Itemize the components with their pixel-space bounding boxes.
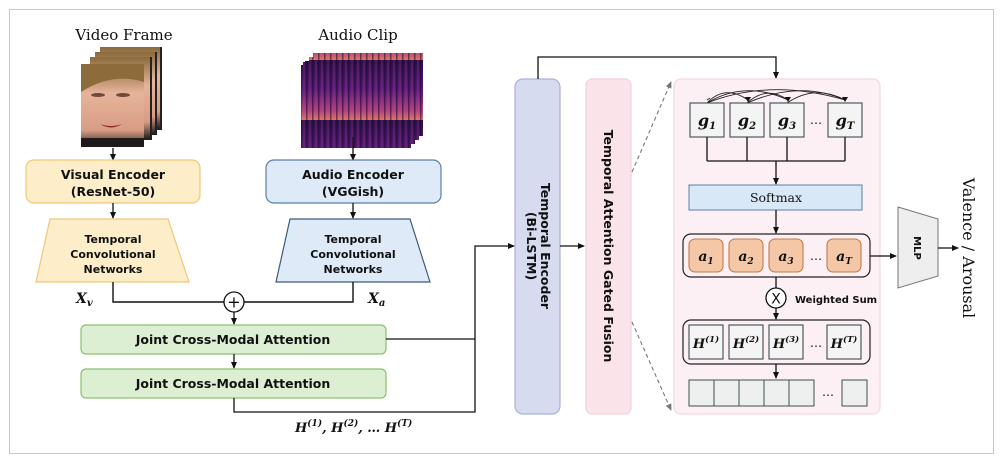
hidden-state-row: H(1) H(2) H(3) H(T) …	[688, 324, 862, 360]
fused-output-cells	[688, 379, 868, 407]
visual-tcn-block: Temporal Convolutional Networks	[35, 218, 190, 283]
mlp-label: MLP	[911, 236, 922, 260]
gate-ellipsis: …	[810, 113, 822, 127]
audio-tcn-block: Temporal Convolutional Networks	[275, 218, 431, 283]
attention-weight-box: aT	[826, 238, 862, 273]
output-cell	[738, 379, 765, 407]
valence-arousal-output: Valence / Arousal	[959, 177, 978, 319]
hidden-state-label: H(2)	[732, 334, 759, 352]
hidden-state-label: H(1)	[692, 334, 719, 352]
audio-clip-title: Audio Clip	[317, 26, 397, 44]
tagf-label: Temporal Attention Gated Fusion	[601, 130, 616, 363]
attention-weight-box: a1	[688, 238, 724, 273]
audio-tcn-text-1: Temporal	[324, 233, 381, 246]
hidden-sequence-label: H(1), H(2), … H(T)	[294, 418, 412, 436]
gate-label: gT	[836, 111, 856, 132]
weight-ellipsis: …	[810, 249, 822, 263]
visual-feature-label: Xv	[75, 291, 93, 309]
sum-node: +	[223, 291, 245, 313]
hidden-ellipsis: …	[810, 336, 822, 350]
audio-feature-label: Xa	[367, 291, 385, 309]
visual-tcn-text-3: Networks	[84, 263, 143, 276]
hidden-state-box: H(2)	[728, 324, 764, 360]
audio-encoder-model: (VGGish)	[322, 184, 384, 199]
audio-encoder-name: Audio Encoder	[302, 167, 405, 182]
plus-icon: +	[227, 293, 240, 312]
weight-label: a1	[698, 249, 713, 267]
weight-label: a2	[738, 249, 753, 267]
jca2-label: Joint Cross-Modal Attention	[135, 376, 331, 391]
hidden-state-box: H(T)	[826, 324, 862, 360]
hidden-state-label: H(T)	[830, 334, 858, 352]
temporal-attention-gated-fusion: Temporal Attention Gated Fusion	[585, 78, 632, 415]
spectrogram-image	[303, 62, 413, 137]
jca1-label: Joint Cross-Modal Attention	[135, 332, 331, 347]
audio-spectrogram-stack	[301, 53, 423, 148]
video-frame-title: Video Frame	[74, 26, 172, 44]
gate-label: g1	[698, 111, 716, 132]
weight-label: a3	[778, 249, 793, 267]
visual-encoder-name: Visual Encoder	[61, 167, 166, 182]
output-cell	[688, 379, 715, 407]
gate-box: g2	[729, 102, 765, 138]
gate-box: g1	[689, 102, 725, 138]
weight-label: aT	[836, 249, 853, 267]
attention-weight-box: a2	[728, 238, 764, 273]
hidden-state-box: H(3)	[768, 324, 804, 360]
attention-weight-row: a1 a2 a3 aT …	[688, 238, 862, 273]
gate-connections	[706, 89, 846, 104]
output-cell	[713, 379, 740, 407]
temporal-encoder-model: (Bi-LSTM)	[524, 212, 539, 280]
audio-tcn-text-2: Convolutional	[310, 248, 395, 261]
visual-tcn-text-2: Convolutional	[70, 248, 155, 261]
output-cell	[788, 379, 815, 407]
joint-cross-modal-attention-2: Joint Cross-Modal Attention	[80, 368, 387, 399]
visual-encoder-block: Visual Encoder (ResNet-50)	[25, 159, 201, 204]
mlp-block: MLP	[897, 206, 939, 289]
audio-tcn-text-3: Networks	[324, 263, 383, 276]
softmax-block: Softmax	[688, 184, 863, 211]
hidden-state-label: H(3)	[772, 334, 799, 352]
output-cell	[841, 379, 868, 407]
visual-tcn-text-1: Temporal	[84, 233, 141, 246]
softmax-label: Softmax	[750, 190, 802, 205]
video-frames-stack	[81, 47, 162, 147]
visual-encoder-model: (ResNet-50)	[71, 184, 155, 199]
temporal-encoder-label: Temporal Encoder	[538, 183, 553, 310]
output-cell	[763, 379, 790, 407]
gate-box: gT	[827, 102, 863, 138]
gate-row: g1 g2 g3 gT …	[689, 102, 863, 138]
gate-box: g3	[769, 102, 805, 138]
audio-encoder-block: Audio Encoder (VGGish)	[265, 159, 442, 204]
attention-weight-box: a3	[768, 238, 804, 273]
weighted-sum-label: Weighted Sum	[795, 295, 877, 306]
gate-label: g3	[778, 111, 796, 132]
joint-cross-modal-attention-1: Joint Cross-Modal Attention	[80, 324, 387, 355]
hidden-state-box: H(1)	[688, 324, 724, 360]
multiply-icon: X	[771, 292, 781, 308]
output-ellipsis: …	[822, 385, 834, 399]
gate-label: g2	[738, 111, 756, 132]
multiply-node: X	[765, 287, 787, 309]
temporal-encoder-bilstm: Temporal Encoder (Bi-LSTM)	[514, 78, 561, 415]
